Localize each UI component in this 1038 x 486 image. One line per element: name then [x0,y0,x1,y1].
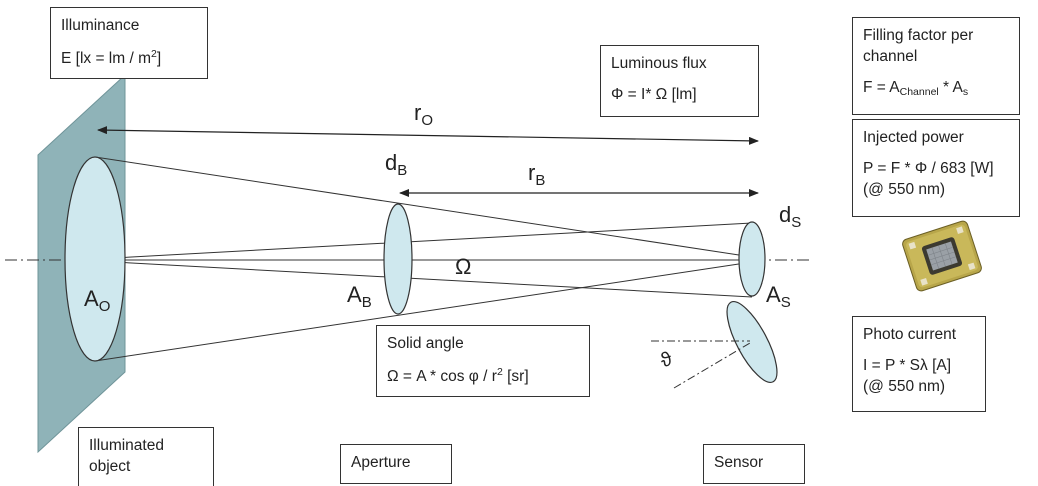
ray-upper [94,156,753,258]
filling-factor-box: Filling factor per channel F = AChannel … [852,17,1020,115]
photo-current-note: (@ 550 nm) [863,377,946,395]
label-a-o-sub: O [98,298,111,315]
label-a-s-main: A [766,282,781,307]
label-d-s: dS [779,202,801,231]
r-o-arrow [97,126,759,145]
solid-angle-title: Solid angle [387,335,464,352]
filling-factor-mid: * A [938,78,963,96]
filling-factor-prefix: F = A [863,78,900,96]
solid-angle-formula-suffix: [sr] [502,367,529,385]
injected-power-box: Injected power P = F * Φ / 683 [W] (@ 55… [852,119,1020,217]
ray-to-sensor-top [94,222,753,260]
label-d-s-main: d [779,202,792,227]
illuminated-object-line1: Illuminated [89,437,164,454]
ray-to-sensor-bottom [94,260,753,298]
label-r-b: rB [528,160,545,189]
filling-factor-title-1: Filling factor per [863,27,974,44]
label-r-b-main: r [528,160,536,185]
label-a-o-main: A [84,286,99,311]
illuminance-formula: E [lx = lm / m2] [61,47,197,70]
injected-power-formula: P = F * Φ / 683 [W] [863,159,994,177]
label-r-b-sub: B [535,172,546,189]
filling-factor-sub-s: s [962,85,969,98]
solid-angle-formula: Ω = A * cos φ / r2 [sr] [387,365,579,388]
illuminance-formula-sup: 2 [151,47,157,60]
label-a-s: AS [766,282,791,311]
filling-factor-sub-channel: Channel [899,85,939,98]
aperture-ellipse [383,203,413,315]
sensor-ellipse [738,221,766,297]
tilted-sensor-ellipse [726,301,778,383]
solid-angle-box: Solid angle Ω = A * cos φ / r2 [sr] [376,325,590,397]
label-a-b-main: A [347,282,362,307]
luminous-flux-box: Luminous flux Φ = I* Ω [lm] [600,45,759,117]
photo-current-box: Photo current I = P * Sλ [A] (@ 550 nm) [852,316,986,412]
label-a-b-sub: B [361,294,372,311]
luminous-flux-title: Luminous flux [611,55,707,72]
illuminated-object-box: Illuminated object [78,427,214,486]
label-d-b: dB [385,150,407,179]
object-area-ellipse [64,156,126,362]
label-d-s-sub: S [791,214,802,231]
label-r-o: rO [414,100,433,129]
label-r-o-sub: O [421,112,433,129]
filling-factor-formula: F = AChannel * As [863,78,1009,99]
ray-lower [94,261,753,362]
label-omega-text: Ω [455,254,472,279]
label-a-b: AB [347,282,372,311]
sensor-label: Sensor [714,454,764,471]
label-omega: Ω [455,254,471,280]
sensor-box: Sensor [703,444,805,484]
illuminance-formula-prefix: E [lx = lm / m [61,49,151,67]
photo-current-title: Photo current [863,326,957,343]
solid-angle-formula-sup: 2 [496,365,503,378]
label-r-o-main: r [414,100,422,125]
label-a-o: AO [84,286,110,315]
label-d-b-sub: B [397,162,408,179]
injected-power-title: Injected power [863,129,964,146]
photo-current-formula: I = P * Sλ [A] [863,356,952,374]
aperture-box: Aperture [340,444,452,484]
sensor-chip-icon [902,220,982,292]
illuminated-object-line2: object [89,457,131,475]
aperture-label: Aperture [351,454,411,471]
solid-angle-formula-prefix: Ω = A * cos φ / r [387,367,497,385]
illuminance-title: Illuminance [61,17,140,34]
label-a-s-sub: S [780,294,791,311]
illuminance-formula-suffix: ] [156,49,162,67]
illuminance-box: Illuminance E [lx = lm / m2] [50,7,208,79]
injected-power-note: (@ 550 nm) [863,180,946,198]
tilt-normal-line [673,342,751,389]
filling-factor-title-2: channel [863,47,918,65]
luminous-flux-formula: Φ = I* Ω [lm] [611,85,697,103]
label-d-b-main: d [385,150,398,175]
